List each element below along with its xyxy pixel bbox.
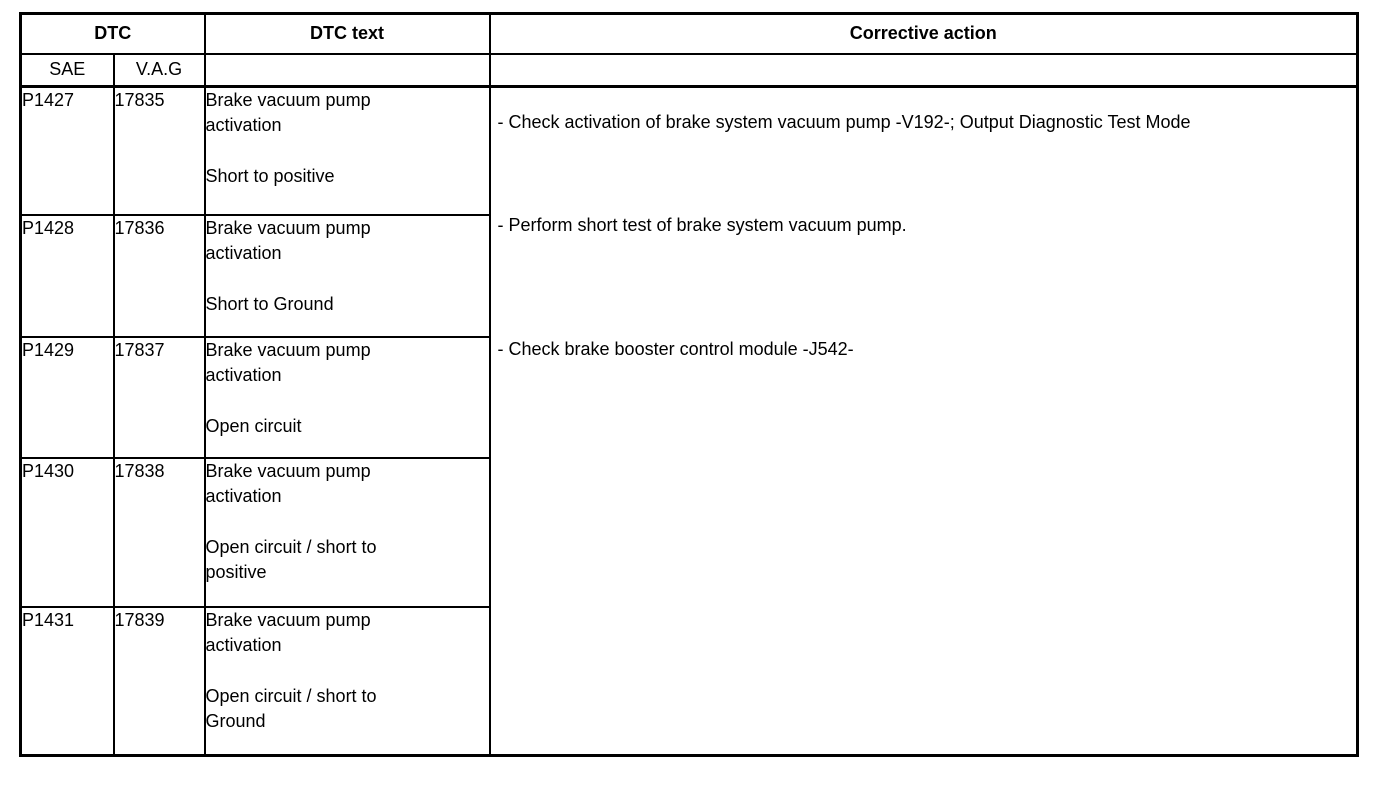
table-row: P1430 17838 Brake vacuum pump activation…	[19, 456, 1358, 608]
header-corrective-action: Corrective action	[488, 12, 1359, 55]
sae-code: P1429	[19, 335, 115, 459]
table-row: P1427 17835 Brake vacuum pump activation…	[19, 85, 1359, 757]
header-dtc-text: DTC text	[203, 12, 491, 55]
dtc-fault: Open circuit	[205, 415, 302, 436]
vag-code: 17839	[112, 605, 206, 757]
dtc-description: Brake vacuum pump activation	[205, 90, 371, 135]
header-dtc: DTC	[19, 12, 206, 55]
dtc-text-cell: Brake vacuum pump activation Short to Gr…	[203, 213, 491, 338]
dtc-text-cell: Brake vacuum pump activation Open circui…	[203, 605, 491, 757]
sae-code: P1428	[19, 213, 115, 338]
corrective-action-item: - Check brake booster control module -J5…	[497, 339, 854, 359]
dtc-table: DTC DTC text Corrective action SAE V.A.G…	[19, 12, 1359, 757]
dtc-description: Brake vacuum pump activation	[205, 217, 371, 263]
table-header-row: DTC DTC text Corrective action	[19, 12, 1359, 55]
vag-code: 17837	[112, 335, 206, 459]
corrective-action-list: - Check activation of brake system vacuu…	[492, 89, 1356, 363]
dtc-fault: Open circuit / short to Ground	[205, 685, 377, 731]
dtc-text-cell: Brake vacuum pump activation Open circui…	[203, 335, 491, 459]
dtc-fault: Open circuit / short to positive	[205, 536, 377, 582]
dtc-fault: Short to Ground	[205, 293, 334, 314]
subheader-corrective-empty	[488, 52, 1359, 88]
table-row: P1429 17837 Brake vacuum pump activation…	[19, 335, 1358, 459]
corrective-action-item: - Perform short test of brake system vac…	[497, 215, 907, 235]
dtc-text-cell: Brake vacuum pump activation Open circui…	[203, 456, 491, 608]
table-row: P1431 17839 Brake vacuum pump activation…	[19, 605, 1358, 757]
dtc-description: Brake vacuum pump activation	[205, 339, 371, 385]
dtc-text-cell: Brake vacuum pump activation Short to po…	[203, 85, 491, 216]
sae-code: P1431	[19, 605, 115, 757]
subheader-dtc-text-empty	[203, 52, 491, 88]
dtc-description: Brake vacuum pump activation	[205, 460, 371, 506]
sae-code: P1430	[19, 456, 115, 608]
dtc-description: Brake vacuum pump activation	[205, 609, 371, 655]
sae-code: P1427	[19, 85, 115, 216]
corrective-action-item: - Check activation of brake system vacuu…	[497, 112, 1191, 132]
vag-code: 17836	[112, 213, 206, 338]
dtc-fault: Short to positive	[205, 166, 335, 186]
vag-code: 17838	[112, 456, 206, 608]
subheader-sae: SAE	[19, 52, 115, 88]
table-row: P1428 17836 Brake vacuum pump activation…	[19, 213, 1358, 338]
corrective-action-cell: - Check activation of brake system vacuu…	[488, 85, 1359, 757]
table-subheader-row: SAE V.A.G	[19, 52, 1359, 88]
vag-code: 17835	[112, 85, 206, 216]
subheader-vag: V.A.G	[112, 52, 206, 88]
